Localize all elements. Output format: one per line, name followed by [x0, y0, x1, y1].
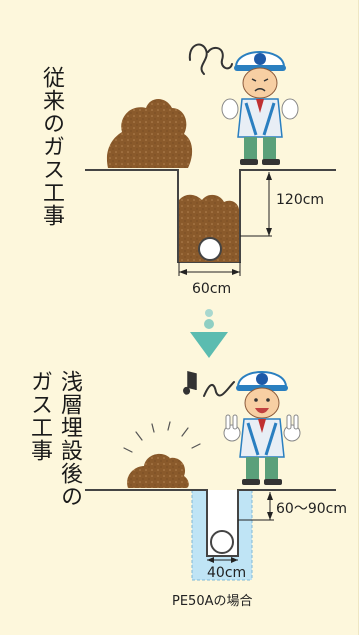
shallow-scene	[85, 371, 336, 581]
worker-troubled-icon	[221, 51, 299, 165]
worker-happy-icon	[223, 371, 301, 485]
traditional-depth-label: 120cm	[276, 192, 325, 208]
shallow-depth-label: 60〜90cm	[276, 501, 347, 517]
trench-soil	[179, 194, 240, 262]
ground-line-shallow	[85, 489, 336, 557]
music-note-icon	[183, 371, 197, 395]
shallow-caption: PE50Aの場合	[172, 594, 253, 609]
gas-pipe-small	[210, 530, 234, 554]
soil-mound	[106, 99, 193, 168]
worry-squiggle	[188, 43, 233, 75]
shallow-title-line2: ガス工事	[27, 370, 52, 462]
traditional-width-label: 60cm	[192, 281, 232, 297]
gas-pipe	[198, 237, 222, 261]
soil-mound-small	[127, 453, 189, 488]
swoosh-line	[203, 381, 235, 397]
traditional-title: 従来のガス工事	[39, 66, 64, 227]
down-arrow-icon	[190, 309, 228, 358]
shallow-width-label: 40cm	[207, 565, 247, 581]
traditional-scene	[85, 43, 336, 276]
shallow-title-line1: 浅層埋設後の	[57, 370, 82, 508]
